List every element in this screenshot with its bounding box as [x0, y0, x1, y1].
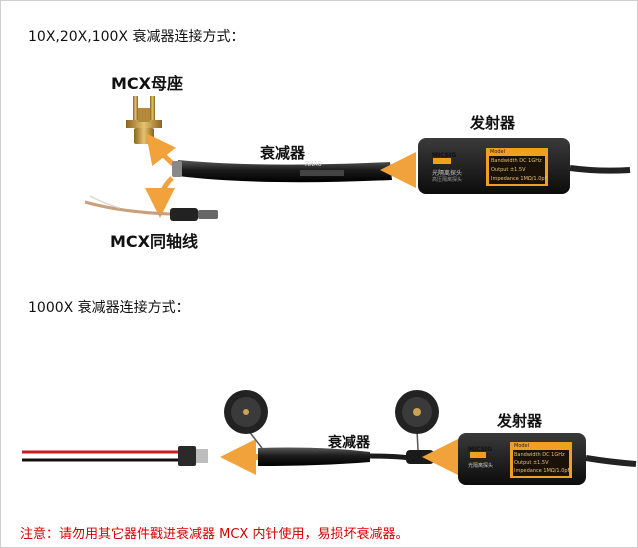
- attenuator-label-top: 衰减器: [260, 144, 306, 162]
- attenuator-image-bottom: [258, 447, 434, 466]
- device-model-bottom: 光隔离探头: [468, 463, 494, 469]
- warning-note: 注意：请勿用其它器件戳进衰减器 MCX 内针使用，易损坏衰减器。: [20, 527, 409, 542]
- mcx-socket-label: MCX母座: [111, 74, 184, 93]
- device-sub-top: 高压隔离探头: [432, 177, 463, 183]
- device-brand-top: MICSIG: [432, 152, 457, 159]
- connector-end-view: [395, 390, 439, 451]
- device-screen-title-top: Model: [490, 149, 506, 155]
- mcx-coax-image: [84, 195, 218, 221]
- attenuator-end-view: [224, 390, 268, 449]
- arrow-to-coax: [145, 176, 176, 218]
- transmitter-label-top: 发射器: [470, 114, 516, 132]
- device-row-2-bottom: Impedance 1MΩ/1.0pF: [514, 468, 571, 474]
- device-brand-bottom: MICSIG: [468, 446, 493, 453]
- device-row-1-top: Output ±1.5V: [491, 167, 526, 173]
- device-row-2-top: Impedance 1MΩ/1.0pF: [491, 176, 548, 182]
- device-model-top: 光隔离探头: [432, 170, 463, 177]
- attenuator-marking: RHA0: [305, 160, 322, 168]
- transmitter-image-top: [418, 138, 631, 194]
- attenuator-image-top: [172, 160, 392, 183]
- probe-wires: [22, 446, 208, 466]
- device-screen-title-bottom: Model: [514, 443, 530, 449]
- section-title-bottom: 1000X 衰减器连接方式：: [28, 300, 190, 316]
- transmitter-image-bottom: [458, 433, 637, 485]
- device-row-0-top: Bandwidth DC 1GHz: [491, 158, 542, 164]
- device-row-1-bottom: Output ±1.5V: [514, 460, 549, 466]
- section-title-top: 10X,20X,100X 衰减器连接方式：: [28, 29, 245, 45]
- device-row-0-bottom: Bandwidth DC 1GHz: [514, 452, 565, 458]
- transmitter-label-bottom: 发射器: [497, 412, 543, 430]
- mcx-socket-image: [126, 96, 162, 144]
- attenuator-label-bottom: 衰减器: [328, 435, 370, 451]
- mcx-coax-label: MCX同轴线: [110, 232, 199, 251]
